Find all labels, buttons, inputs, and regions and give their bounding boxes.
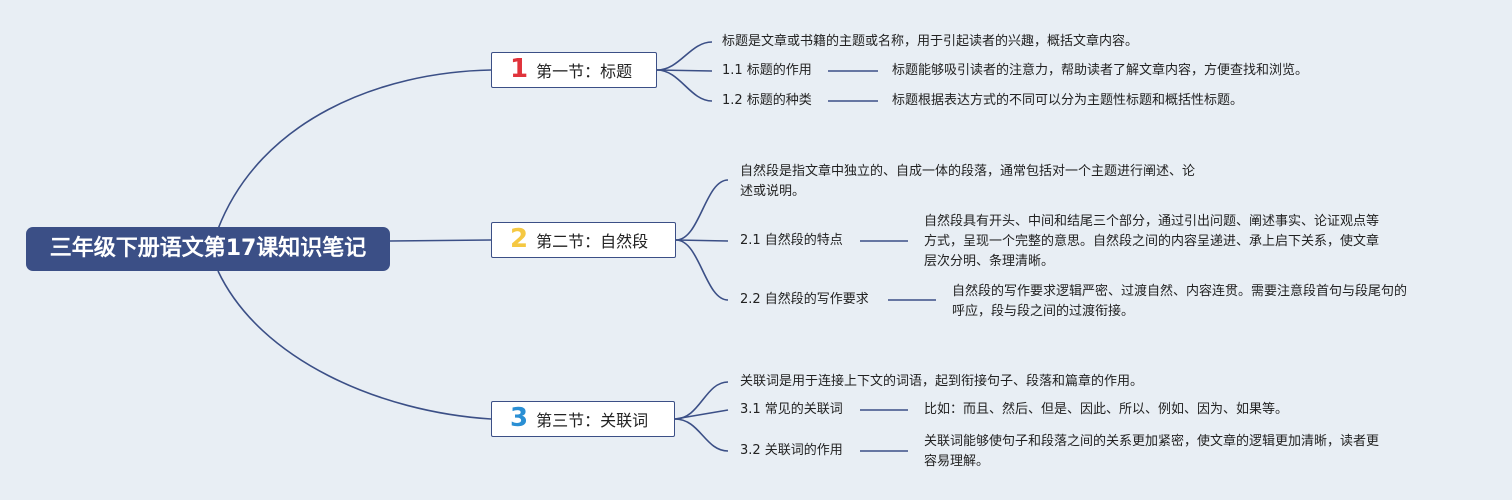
section-2-intro-line-2: 述或说明。 xyxy=(740,184,806,199)
s3-to-intro-line xyxy=(674,381,729,420)
section-3-sub-2-line-1: 关联词能够使句子和段落之间的关系更加紧密，使文章的逻辑更加清晰，读者更 xyxy=(924,434,1380,449)
section-1-sub-2-label: 1.2 标题的种类 xyxy=(722,93,812,108)
section-1-node[interactable]: 1 第一节：标题 xyxy=(491,52,657,88)
section-3-label: 第三节：关联词 xyxy=(536,411,649,430)
section-1-sub-1-text: 标题能够吸引读者的注意力，帮助读者了解文章内容，方便查找和浏览。 xyxy=(892,63,1309,78)
section-3-sub-2-line-2: 容易理解。 xyxy=(924,454,990,469)
section-2-sub-1-line-3: 层次分明、条理清晰。 xyxy=(924,254,1055,269)
section-1-label: 第一节：标题 xyxy=(536,62,633,81)
root-to-section-3-line xyxy=(217,270,492,420)
section-2-sub-2-line-2: 呼应，段与段之间的过渡衔接。 xyxy=(952,304,1135,319)
section-2-sub-2-line-1: 自然段的写作要求逻辑严密、过渡自然、内容连贯。需要注意段首句与段尾句的 xyxy=(952,284,1408,299)
section-3-node[interactable]: 3 第三节：关联词 xyxy=(491,401,675,437)
s2-to-sub1-line xyxy=(675,239,729,242)
number-3-icon: 3 xyxy=(510,403,529,433)
section-3-intro: 关联词是用于连接上下文的词语，起到衔接句子、段落和篇章的作用。 xyxy=(740,374,1144,389)
s3-to-sub2-line xyxy=(674,418,729,452)
section-2-sub-1-line-1: 自然段具有开头、中间和结尾三个部分，通过引出问题、阐述事实、论证观点等 xyxy=(924,214,1380,229)
number-2-icon: 2 xyxy=(510,224,529,254)
s2-to-sub2-line xyxy=(675,239,729,301)
s1-to-sub2-line xyxy=(656,69,713,102)
section-2-node[interactable]: 2 第二节：自然段 xyxy=(491,222,676,258)
section-2-label: 第二节：自然段 xyxy=(536,232,649,251)
section-2-intro-line-1: 自然段是指文章中独立的、自成一体的段落，通常包括对一个主题进行阐述、论 xyxy=(740,164,1196,179)
section-2-sub-2-label: 2.2 自然段的写作要求 xyxy=(740,292,869,307)
root-node[interactable]: 三年级下册语文第17课知识笔记 xyxy=(26,227,390,271)
section-1-sub-2-text: 标题根据表达方式的不同可以分为主题性标题和概括性标题。 xyxy=(892,93,1244,108)
section-1-intro: 标题是文章或书籍的主题或名称，用于引起读者的兴趣，概括文章内容。 xyxy=(722,34,1139,49)
section-2-sub-1-label: 2.1 自然段的特点 xyxy=(740,233,843,248)
root-title: 三年级下册语文第17课知识笔记 xyxy=(49,236,367,261)
s3-to-sub1-line xyxy=(674,409,729,420)
root-to-section-1-line xyxy=(217,69,492,230)
s2-to-intro-line xyxy=(675,179,729,241)
section-3-sub-2-label: 3.2 关联词的作用 xyxy=(740,443,843,458)
root-to-section-2-line xyxy=(389,239,492,242)
section-3-sub-1-label: 3.1 常见的关联词 xyxy=(740,402,843,417)
section-2-sub-1-line-2: 方式，呈现一个完整的意思。自然段之间的内容呈递进、承上启下关系，使文章 xyxy=(924,234,1380,249)
s1-to-sub1-line xyxy=(656,69,713,72)
s1-to-intro-line xyxy=(656,41,713,71)
section-3-sub-1-text: 比如：而且、然后、但是、因此、所以、例如、因为、如果等。 xyxy=(924,402,1289,417)
number-1-icon: 1 xyxy=(510,54,529,84)
section-1-sub-1-label: 1.1 标题的作用 xyxy=(722,63,812,78)
